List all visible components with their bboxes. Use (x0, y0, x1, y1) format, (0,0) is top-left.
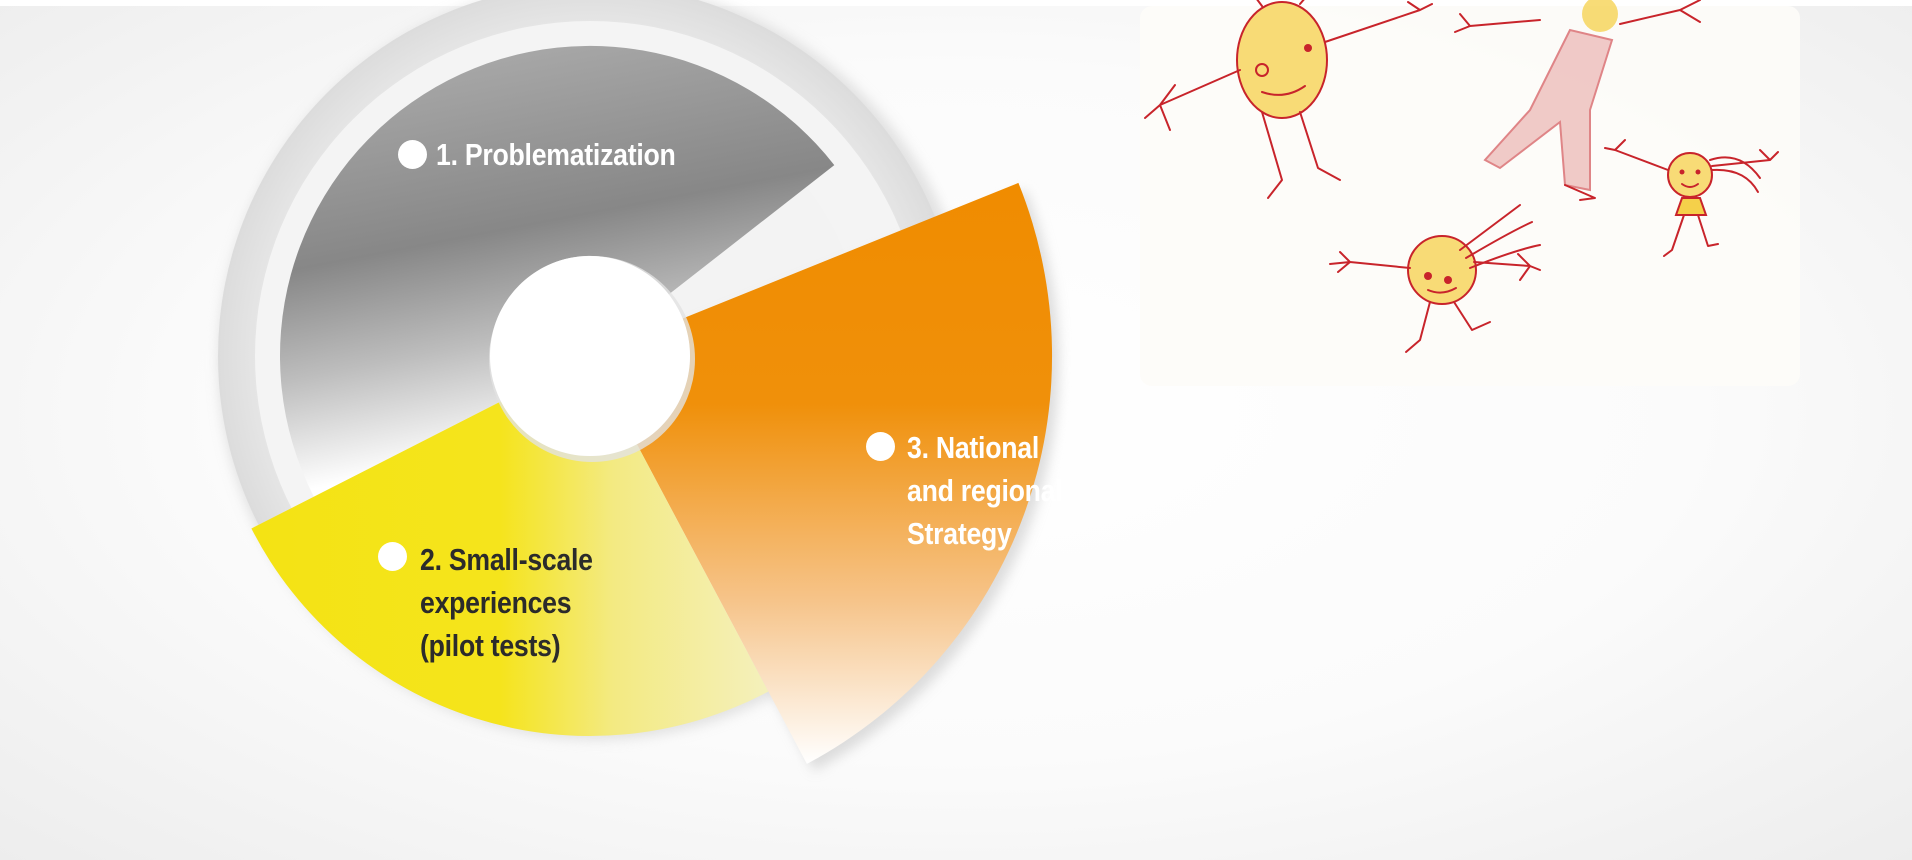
figure-a-face (1237, 2, 1327, 118)
spiral-group (218, 0, 1060, 771)
figure-b-face (1582, 0, 1618, 32)
step-2-segment (251, 401, 769, 736)
step-2-bullet (378, 542, 407, 571)
step-2-label: 2. Small-scale experiences (pilot tests) (420, 538, 593, 667)
step-2-label-line-3: (pilot tests) (420, 628, 561, 663)
step-3-label: 3. National and regional Strategy (907, 426, 1063, 555)
step-3-bullet (866, 432, 895, 461)
figure-c-face (1668, 153, 1712, 197)
step-2-label-line-1: 2. Small-scale (420, 542, 593, 577)
step-1-bullet (398, 140, 427, 169)
step-3-segment (636, 182, 1053, 764)
step-1-label: 1. Problematization (436, 137, 676, 172)
step-3-label-line-2: and regional (907, 473, 1063, 508)
step-2-label-line-2: experiences (420, 585, 572, 620)
step-3-label-line-1: 3. National (907, 430, 1039, 465)
spiral-hub (490, 256, 690, 456)
step-3-label-line-3: Strategy (907, 516, 1012, 551)
figure-d-face (1408, 236, 1476, 304)
figure-b-body (1483, 28, 1614, 192)
children-drawing-icon (1140, 0, 1800, 386)
